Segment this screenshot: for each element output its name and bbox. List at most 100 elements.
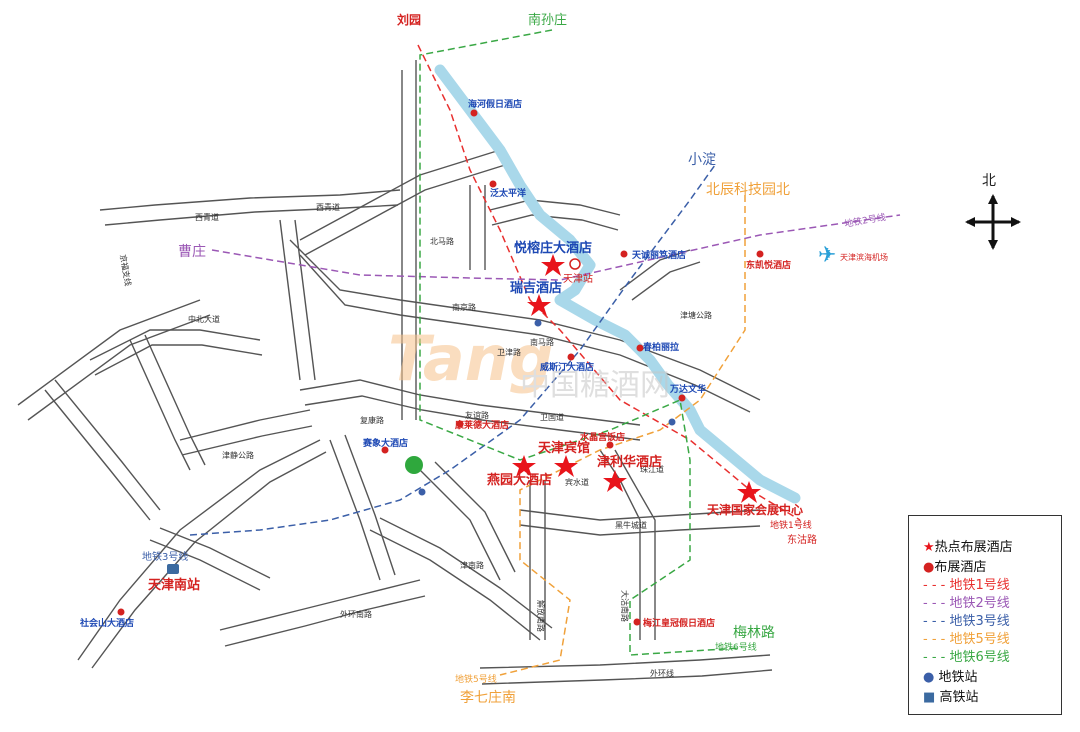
star-exhibition[interactable] xyxy=(737,481,761,503)
compass-north-label: 北 xyxy=(982,173,996,189)
watermark-text: 中国糖酒网 xyxy=(520,368,670,403)
tianjin-station-icon[interactable] xyxy=(569,258,581,270)
legend-line2: - - - 地铁2号线 xyxy=(923,596,1010,611)
road-beima: 北马路 xyxy=(430,236,454,246)
star-tianjinbinguan[interactable] xyxy=(554,455,578,477)
label-ruiji: 瑞吉酒店 xyxy=(510,280,562,296)
label-jinlihua: 津利华酒店 xyxy=(597,454,662,470)
legend-hotel: ●布展酒店 xyxy=(923,556,986,575)
legend-line1: - - - 地铁1号线 xyxy=(923,578,1010,593)
terminal-liqizhuangnan: 李七庄南 xyxy=(460,689,516,706)
tianjin-nan-hsr-icon[interactable] xyxy=(167,564,179,574)
dot-tiancheng[interactable] xyxy=(620,250,628,258)
hot-hotel-labels: 悦榕庄大酒店 瑞吉酒店 天津宾馆 燕园大酒店 津利华酒店 天津国家会展中心 xyxy=(487,240,803,517)
dot-fantaipingyang[interactable] xyxy=(489,180,497,188)
metro-line-3 xyxy=(189,164,716,536)
star-jinlihua[interactable] xyxy=(603,470,627,492)
terminal-meilinlu: 梅林路 xyxy=(733,625,775,641)
dot-saixiang[interactable] xyxy=(381,446,389,454)
road-weijin: 卫津路 xyxy=(497,347,521,357)
label-haihe: 海河假日酒店 xyxy=(468,98,522,110)
label-yuerongzhuang: 悦榕庄大酒店 xyxy=(514,240,592,256)
road-xiqing-2: 西青道 xyxy=(316,202,340,212)
label-saixiang: 赛象大酒店 xyxy=(362,437,408,449)
terminal-nansunzhuang: 南孙庄 xyxy=(528,12,567,28)
road-heiniucheng: 黑牛城道 xyxy=(615,520,647,530)
metro-station-icon-1[interactable] xyxy=(534,319,542,327)
terminal-beichen: 北辰科技园北 xyxy=(706,182,790,198)
label-yanyuan: 燕园大酒店 xyxy=(487,472,552,488)
road-zhujiang: 珠江道 xyxy=(640,464,664,474)
line5-label: 地铁5号线 xyxy=(455,673,497,685)
label-exhibition: 天津国家会展中心 xyxy=(707,502,803,517)
star-yanyuan[interactable] xyxy=(512,455,536,477)
road-jinjing: 津静公路 xyxy=(222,450,254,460)
terminal-xiaodian: 小淀 xyxy=(688,152,716,168)
tianjin-station-label: 天津站 xyxy=(563,272,593,285)
legend-star-icon: ★ xyxy=(923,540,935,555)
label-tiancheng: 天诚丽笃酒店 xyxy=(632,249,686,261)
road-youyi: 友谊路 xyxy=(465,410,489,420)
star-ruiji[interactable] xyxy=(527,294,551,316)
road-network xyxy=(17,60,773,685)
dot-weisiting[interactable] xyxy=(567,353,575,361)
legend-hot: ★热点布展酒店 xyxy=(923,536,1013,555)
haihe-river xyxy=(434,64,801,504)
line3-label: 地铁3号线 xyxy=(142,550,188,563)
label-kanglaide: 康莱德大酒店 xyxy=(455,419,509,431)
road-jingfu: 京福支线 xyxy=(118,254,133,287)
line1-label: 地铁1号线 xyxy=(770,519,812,531)
roundabout-marker xyxy=(405,456,423,474)
line1-end-label: 东沽路 xyxy=(787,533,817,546)
road-waihuan: 外环线 xyxy=(650,668,674,678)
road-dagu: 大沽南路 xyxy=(620,590,630,622)
label-meijiang: 梅江皇冠假日酒店 xyxy=(643,617,715,629)
dot-kanglaide[interactable] xyxy=(456,420,464,428)
legend-line2-label: 地铁2号线 xyxy=(949,596,1010,611)
stations: 天津站 天津南站 ✈ 天津滨海机场 xyxy=(148,243,888,593)
label-tianjinbinguan: 天津宾馆 xyxy=(538,440,590,456)
road-labels: 西青道 西青道 中北大道 津静公路 京福支线 北马路 南京路 南马路 卫津路 复… xyxy=(118,202,712,678)
airport-plane-icon[interactable]: ✈ xyxy=(818,243,836,268)
road-jintang: 津塘公路 xyxy=(680,310,712,320)
road-fukang: 复康路 xyxy=(360,415,384,425)
legend-line6: - - - 地铁6号线 xyxy=(923,650,1010,665)
metro-station-icon-3[interactable] xyxy=(418,488,426,496)
hotel-labels: 海河假日酒店 泛太平洋 天诚丽笃酒店 东凯悦酒店 春柏丽拉 威斯汀大酒店 万达文… xyxy=(79,98,791,629)
label-dongkaiyue: 东凯悦酒店 xyxy=(746,259,791,271)
label-weisiting: 威斯汀大酒店 xyxy=(540,361,594,373)
line-labels: 地铁2号线 地铁1号线 东沽路 地铁3号线 地铁5号线 地铁6号线 xyxy=(142,211,887,685)
airport-label: 天津滨海机场 xyxy=(840,252,888,262)
dot-shehuishan[interactable] xyxy=(117,608,125,616)
label-wanda: 万达文华 xyxy=(669,383,706,395)
tianjin-nan-label: 天津南站 xyxy=(148,577,200,593)
line2-label: 地铁2号线 xyxy=(843,211,886,230)
road-xiqing: 西青道 xyxy=(195,212,219,222)
dot-dongkaiyue[interactable] xyxy=(756,250,764,258)
dot-shuijing[interactable] xyxy=(606,441,614,449)
dot-meijiang[interactable] xyxy=(633,618,641,626)
legend-line5: - - - 地铁5号线 xyxy=(923,632,1010,647)
legend-metro-label: 地铁站 xyxy=(938,670,978,685)
label-shuijing: 水晶宫饭店 xyxy=(580,431,625,443)
dot-haihe[interactable] xyxy=(470,109,478,117)
metro-station-icon-2[interactable] xyxy=(668,418,676,426)
legend-hsr-label: 高铁站 xyxy=(939,690,979,705)
star-yuerongzhuang[interactable] xyxy=(541,254,565,276)
dot-wanda[interactable] xyxy=(678,394,686,402)
dot-chunbai[interactable] xyxy=(636,344,644,352)
road-jiefang: 解放南路 xyxy=(536,600,546,632)
label-chunbai: 春柏丽拉 xyxy=(642,341,679,353)
legend-hotel-label: 布展酒店 xyxy=(934,560,987,575)
legend-line1-label: 地铁1号线 xyxy=(949,578,1010,593)
legend-dot-icon: ● xyxy=(923,560,935,575)
road-waihuan2: 外环南路 xyxy=(340,609,372,619)
legend-metro-icon: ● xyxy=(923,670,935,685)
legend: ★热点布展酒店 ●布展酒店 - - - 地铁1号线 - - - 地铁2号线 - … xyxy=(908,515,1062,715)
terminal-liuyuan: 刘园 xyxy=(397,12,421,27)
legend-line6-label: 地铁6号线 xyxy=(949,650,1010,665)
compass-icon xyxy=(965,194,1021,250)
legend-hot-label: 热点布展酒店 xyxy=(934,540,1013,555)
metro-line-5 xyxy=(499,195,746,676)
